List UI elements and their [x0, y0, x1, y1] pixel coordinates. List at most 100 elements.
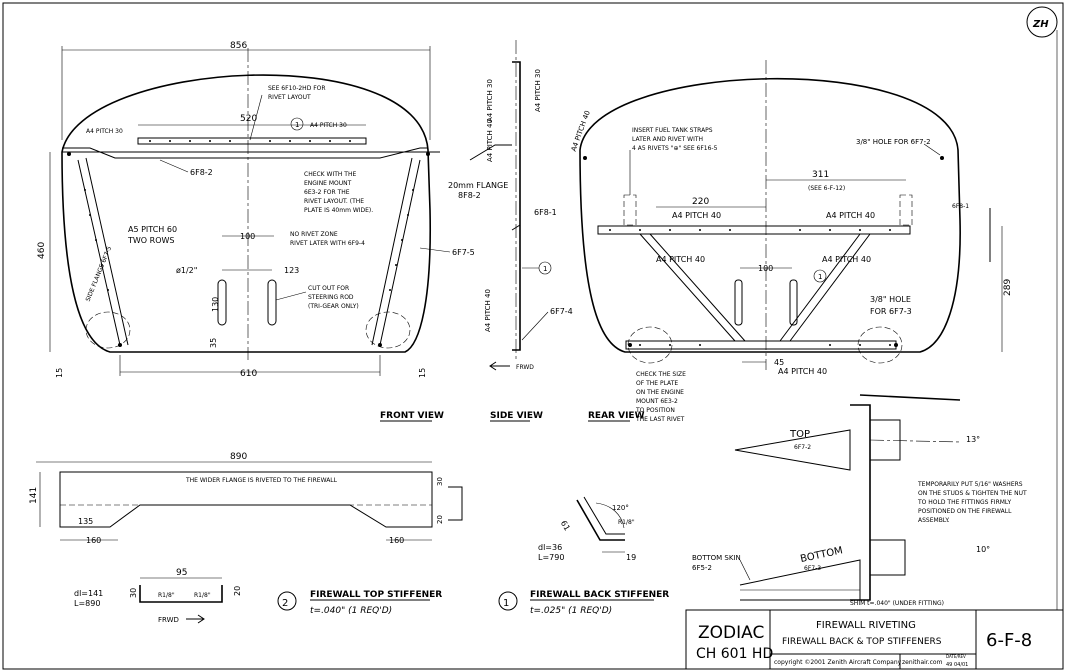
dim-20-flange: 20 — [436, 515, 444, 524]
circle-1-side: 1 — [543, 265, 547, 273]
fitting-bottom-part: 6F7-3 — [804, 565, 821, 572]
svg-text:ASSEMBLY.: ASSEMBLY. — [918, 517, 950, 524]
dim-160-right: 160 — [389, 536, 404, 545]
frwd-arrow-top: FRWD — [158, 614, 205, 624]
drawing-title-1: FIREWALL RIVETING — [816, 620, 916, 631]
note-see-6f10-2: RIVET LAYOUT — [268, 94, 311, 101]
dim-30-section: 30 — [129, 588, 138, 598]
rev-label: DATE/REV — [946, 654, 966, 659]
side-view: A4 PITCH 30 A4 PITCH 30 A4 PITCH 40 A4 P… — [448, 40, 592, 422]
svg-text:(TRI-GEAR ONLY): (TRI-GEAR ONLY) — [308, 303, 359, 310]
label-6f7-5-front: 6F7-5 — [452, 248, 475, 257]
pitch-strip: A4 PITCH 30 — [310, 122, 347, 129]
svg-text:3/8" HOLE: 3/8" HOLE — [870, 295, 911, 304]
see-6f12: (SEE 6-F-12) — [808, 185, 845, 192]
title-rear-view: REAR VIEW — [588, 411, 645, 421]
circle-1-rear: 1 — [818, 273, 822, 281]
back-stiffener-thickness: t=.025" (1 REQ'D) — [530, 606, 612, 616]
dim-100-rear: 100 — [758, 264, 773, 273]
no-rivet-note: NO RIVET ZONE RIVET LATER WITH 6F9-4 — [290, 231, 365, 247]
r-right: R1/8" — [194, 592, 211, 599]
svg-text:ENGINE MOUNT: ENGINE MOUNT — [304, 180, 352, 187]
fitting-bottom: BOTTOM — [799, 545, 843, 565]
top-stiffener: 890 THE WIDER FLANGE IS RIVETED TO THE F… — [29, 452, 463, 624]
dim-15-right: 15 — [418, 368, 427, 378]
dim-123: 123 — [284, 266, 299, 275]
dim-dia-half: ø1/2" — [176, 266, 197, 275]
dim-141: 141 — [29, 487, 39, 504]
rivets-rear — [583, 156, 944, 347]
rivets-front — [67, 140, 430, 347]
pitch-diag-l: A4 PITCH 40 — [656, 255, 705, 264]
dim-61: 61 — [559, 519, 572, 532]
circle-2: 2 — [282, 598, 288, 609]
cut-out-note: CUT OUT FOR STEERING ROD (TRI-GEAR ONLY) — [308, 285, 359, 310]
angle-120: 120° — [612, 504, 629, 512]
hole-6f7-3-note: 3/8" HOLE FOR 6F7-3 — [870, 295, 912, 316]
svg-text:TO HOLD THE FITTINGS FIRMLY: TO HOLD THE FITTINGS FIRMLY — [917, 499, 1011, 506]
fitting-top: TOP — [789, 429, 810, 440]
side-6f7-4: 6F7-4 — [550, 307, 573, 316]
side-6f8-1: 6F8-1 — [534, 208, 557, 217]
svg-text:ON THE ENGINE: ON THE ENGINE — [636, 389, 684, 396]
svg-text:4 A5 RIVETS "⊕" SEE 6F16-5: 4 A5 RIVETS "⊕" SEE 6F16-5 — [632, 145, 718, 152]
frwd-top: FRWD — [158, 616, 179, 624]
check-note: CHECK WITH THE ENGINE MOUNT 6E3-2 FOR TH… — [304, 171, 373, 214]
dim-45: 45 — [774, 358, 784, 367]
label-6f8-2: 6F8-2 — [190, 168, 213, 177]
front-view: 856 520 610 460 15 15 100 123 ø1/2" 130 … — [37, 41, 475, 422]
svg-text:NO RIVET ZONE: NO RIVET ZONE — [290, 231, 338, 238]
svg-text:TO POSITION: TO POSITION — [635, 407, 675, 414]
dim-890: 890 — [230, 452, 247, 462]
radius-back: R1/8" — [618, 519, 635, 526]
dl-36: dl=36 — [538, 543, 562, 552]
pitch-top-left: A4 PITCH 30 — [86, 128, 123, 135]
side-pitch-40-c: A4 PITCH 40 — [484, 289, 492, 332]
a5-pitch: A5 PITCH 60 — [128, 225, 177, 234]
check-size-note: CHECK THE SIZE OF THE PLATE ON THE ENGIN… — [635, 371, 686, 423]
insert-note: INSERT FUEL TANK STRAPS LATER AND RIVET … — [632, 127, 718, 152]
dim-610: 610 — [240, 369, 257, 379]
top-strip — [137, 137, 367, 145]
svg-text:POSITIONED ON THE FIREWALL: POSITIONED ON THE FIREWALL — [918, 508, 1012, 515]
angle-13: 13° — [966, 435, 980, 444]
dim-30-flange: 30 — [436, 477, 444, 486]
svg-text:MOUNT 6E3-2: MOUNT 6E3-2 — [636, 398, 678, 405]
model-name: ZODIAC — [698, 623, 764, 643]
frwd-arrow-side: FRWD — [489, 361, 534, 371]
website: zenithair.com — [902, 659, 943, 666]
circle-1-back: 1 — [503, 598, 509, 609]
dim-520: 520 — [240, 114, 257, 124]
dim-160-left: 160 — [86, 536, 101, 545]
rev-value: 49 04/01 — [946, 662, 968, 668]
dim-20-section: 20 — [233, 586, 242, 596]
two-rows: TWO ROWS — [127, 236, 174, 245]
side-flange-part: 8F8-2 — [458, 191, 481, 200]
title-side-view: SIDE VIEW — [490, 411, 543, 421]
circle-1-front: 1 — [295, 121, 299, 129]
bottom-skin: BOTTOM SKIN — [692, 554, 741, 562]
dim-289: 289 — [1003, 279, 1013, 296]
top-stiffener-thickness: t=.040" (1 REQ'D) — [310, 606, 392, 616]
dim-130: 130 — [211, 297, 220, 312]
pitch-diag-r: A4 PITCH 40 — [822, 255, 871, 264]
l-790: L=790 — [538, 553, 564, 562]
pitch-right-rear: A4 PITCH 40 — [826, 211, 875, 220]
dim-100-front: 100 — [240, 232, 255, 241]
svg-text:LATER AND RIVET WITH: LATER AND RIVET WITH — [632, 136, 703, 143]
note-see-6f10: SEE 6F10-2HD FOR — [268, 85, 326, 92]
fitting-top-part: 6F7-2 — [794, 444, 811, 451]
dl-141: dl=141 — [74, 589, 103, 598]
svg-text:6E3-2 FOR THE: 6E3-2 FOR THE — [304, 189, 350, 196]
svg-text:OF THE PLATE: OF THE PLATE — [636, 380, 678, 387]
dim-35: 35 — [209, 338, 218, 348]
l-890: L=890 — [74, 599, 100, 608]
dim-135: 135 — [78, 517, 93, 526]
logo-text: ZH — [1032, 19, 1049, 30]
svg-text:RIVET LATER WITH 6F9-4: RIVET LATER WITH 6F9-4 — [290, 240, 365, 247]
svg-text:STEERING ROD: STEERING ROD — [308, 294, 354, 301]
dim-311: 311 — [812, 170, 829, 180]
sheet-number: 6-F-8 — [986, 630, 1032, 651]
dim-220: 220 — [692, 197, 709, 207]
